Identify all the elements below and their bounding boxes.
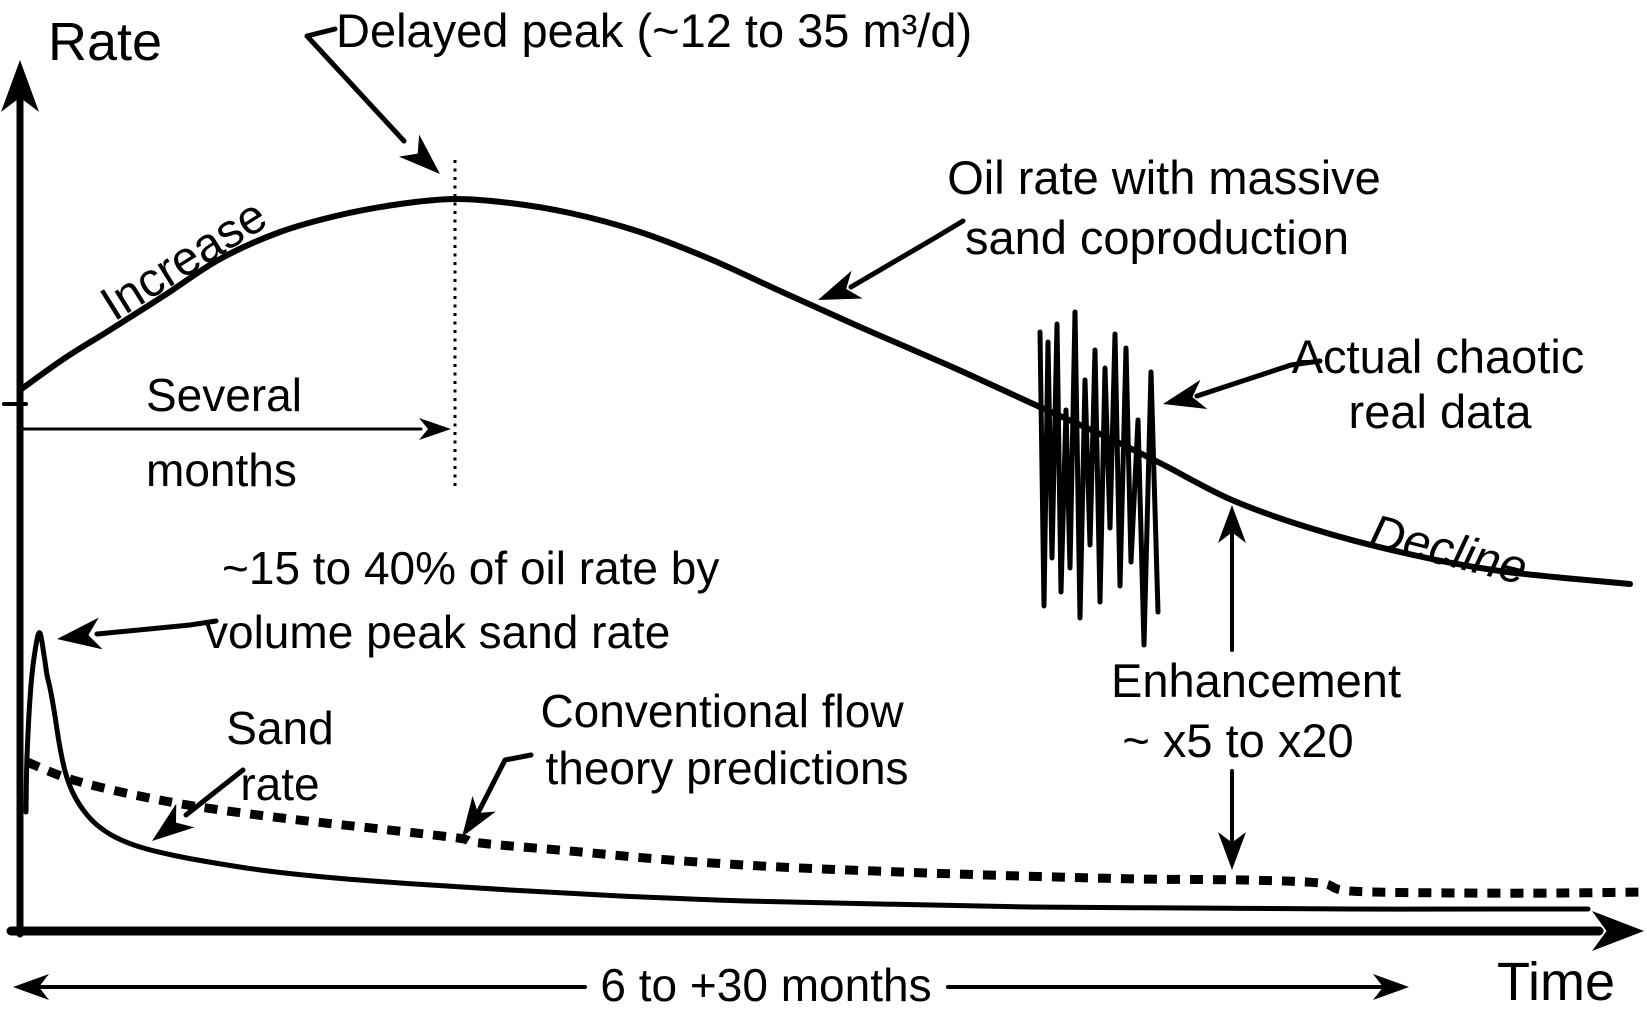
oil-rate-label-line1: Oil rate with massive <box>947 151 1381 204</box>
chaotic-real-data-zigzag <box>1037 309 1161 648</box>
months-span-arrow-left-head <box>13 974 49 1000</box>
actual-data-label-line1: Actual chaotic <box>1292 330 1585 383</box>
enhancement-arrow-up-head <box>1218 505 1246 543</box>
sand-rate-leader-head <box>152 803 195 841</box>
sand-rate-leader-shaft <box>183 767 246 818</box>
sand-rate-label-line2: rate <box>240 758 319 810</box>
oil-rate-leader-head <box>818 270 863 300</box>
oil-rate-leader-shaft <box>848 218 966 290</box>
conventional-theory-label-line1: Conventional flow <box>540 685 904 737</box>
theory-prediction-curve <box>25 757 1644 898</box>
actual-data-label-line2: real data <box>1349 385 1533 438</box>
conv-theory-leader-head <box>462 795 496 837</box>
conv-theory-leader-shaft <box>475 752 534 816</box>
x-axis-title: Time <box>1497 952 1615 1012</box>
sand-rate-label-line1: Sand <box>226 702 333 754</box>
increase-label: Increase <box>92 189 276 332</box>
y-axis-title: Rate <box>48 12 162 72</box>
sand-rate-curve <box>23 630 1591 912</box>
several-months-label-line2: months <box>146 444 297 496</box>
delayed-peak-label: Delayed peak (~12 to 35 m³/d) <box>336 4 972 57</box>
several-months-arrow-head <box>419 418 451 440</box>
delayed-peak-leader-head <box>398 134 440 174</box>
actual-data-leader-shaft <box>1194 358 1323 399</box>
enhancement-label-line1: Enhancement <box>1111 654 1401 707</box>
delayed-peak-leader-shaft <box>304 26 407 144</box>
several-months-label-line1: Several <box>146 369 302 421</box>
curves-layer <box>17 160 1644 912</box>
arrows-layer <box>1 26 1644 1000</box>
oil-rate-curve <box>17 195 1633 587</box>
months-span-label: 6 to +30 months <box>600 959 931 1011</box>
actual-data-leader-head <box>1163 379 1208 409</box>
pct-sand-leader-head <box>57 617 103 650</box>
enhancement-arrow-down-head <box>1218 832 1246 870</box>
peak-sand-rate-label-line2: volume peak sand rate <box>205 606 670 658</box>
oil-rate-label-line2: sand coproduction <box>965 211 1349 264</box>
peak-sand-rate-label-line1: ~15 to 40% of oil rate by <box>222 542 719 594</box>
labels-layer: Rate Time Delayed peak (~12 to 35 m³/d) … <box>48 4 1615 1012</box>
y-axis-head <box>1 60 39 112</box>
pct-sand-leader-shaft <box>94 618 219 637</box>
decline-label: Decline <box>1364 505 1532 595</box>
conventional-theory-label-line2: theory predictions <box>545 742 908 794</box>
months-span-arrow-right-head <box>1373 974 1409 1000</box>
enhancement-label-line2: ~ x5 to x20 <box>1122 714 1353 767</box>
x-axis-head <box>1592 911 1644 951</box>
